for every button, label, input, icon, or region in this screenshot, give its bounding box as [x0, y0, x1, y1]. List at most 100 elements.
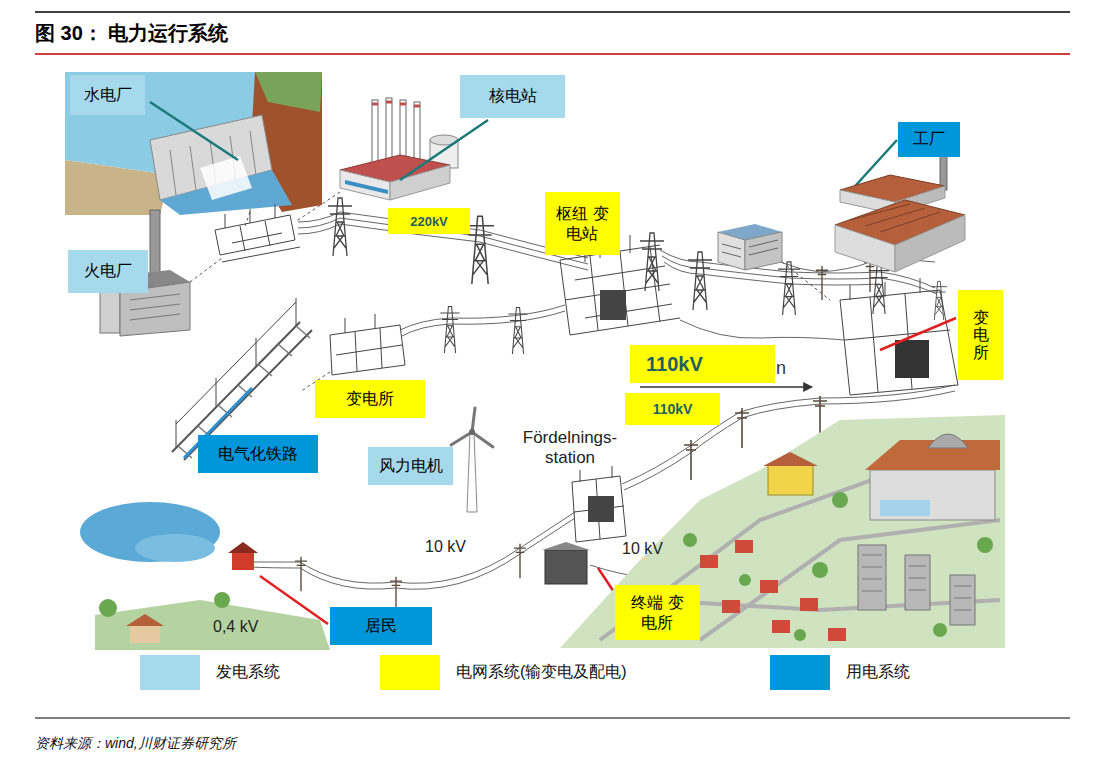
- power-line: [680, 320, 845, 340]
- nuclear-plant: [340, 98, 458, 200]
- substation: [330, 314, 405, 375]
- legend-swatch: [380, 655, 440, 690]
- box-label: 变电所: [973, 309, 989, 362]
- town: [812, 562, 828, 578]
- terminal-substation: [542, 542, 590, 584]
- box-label: 水电厂: [84, 85, 132, 106]
- hill: [214, 592, 230, 608]
- town: [928, 434, 968, 448]
- pylon: [688, 252, 712, 310]
- town: [735, 540, 753, 553]
- hydro-plant: [65, 72, 322, 215]
- page-rule: [35, 53, 1070, 55]
- label-box: 电气化铁路: [198, 435, 318, 473]
- pole: [816, 266, 828, 300]
- diagram-label-text: 10 kV: [425, 538, 466, 555]
- town: [832, 492, 848, 508]
- dotted-link: [190, 258, 222, 282]
- label-box: 工厂: [898, 122, 960, 157]
- source-note: 资料来源：wind,川财证券研究所: [35, 735, 236, 753]
- diagram-label-text: 10 kV: [622, 540, 663, 557]
- town: [977, 537, 993, 553]
- diagram-label-text: Fördelnings- station: [523, 428, 618, 467]
- town: [700, 555, 718, 568]
- leader-line: [400, 120, 488, 180]
- town: [880, 500, 930, 516]
- diagram-label: 0,4 kV: [213, 618, 258, 636]
- transformer: [588, 496, 614, 522]
- office-building: [722, 240, 778, 257]
- town: [794, 629, 806, 641]
- box-label: 电气化铁路: [218, 444, 298, 465]
- lake: [135, 534, 215, 562]
- town: [828, 628, 846, 641]
- diagram-label: 10 kV: [425, 538, 466, 556]
- arrow: [640, 386, 812, 387]
- legend-text: 电网系统(输变电及配电): [456, 662, 627, 683]
- town: [933, 623, 947, 637]
- box-label: 火电厂: [84, 261, 132, 282]
- factory: [895, 215, 965, 272]
- railway: [176, 298, 296, 448]
- page-rule: [35, 12, 1070, 718]
- pole: [684, 440, 698, 480]
- nuclear-plant: [386, 98, 392, 163]
- power-line: [250, 518, 575, 589]
- pole: [295, 557, 307, 591]
- pylon: [931, 281, 947, 320]
- house: [232, 552, 254, 570]
- hill: [130, 625, 160, 643]
- leader-line: [150, 102, 238, 160]
- hill: [99, 599, 117, 617]
- nuclear-plant: [372, 100, 378, 165]
- box-label: 核电站: [489, 86, 537, 107]
- dotted-link: [782, 262, 830, 300]
- box-label: 居民: [365, 616, 397, 637]
- terminal-substation: [545, 550, 587, 584]
- label-box: 风力电机: [368, 447, 453, 485]
- nuclear-plant: [414, 102, 420, 167]
- label-box: 核电站: [460, 75, 565, 118]
- box-label: 110kV: [646, 353, 703, 376]
- thermal-plant: [150, 210, 160, 280]
- town: [760, 580, 778, 593]
- box-label: 变电所: [346, 389, 394, 410]
- hill: [126, 614, 164, 626]
- town: [722, 600, 740, 613]
- legend-swatch: [140, 655, 200, 690]
- town: [950, 575, 975, 625]
- town: [560, 415, 1005, 648]
- label-box: 110kV: [630, 345, 775, 383]
- legend-text: 发电系统: [216, 662, 280, 683]
- town: [800, 598, 818, 611]
- figure-title: 图 30： 电力运行系统: [35, 20, 228, 47]
- lake: [80, 502, 220, 562]
- office-building: [718, 232, 745, 270]
- hydro-plant: [255, 72, 322, 112]
- pylon: [640, 233, 664, 291]
- leader-line-red: [598, 568, 614, 592]
- town: [905, 555, 930, 610]
- nuclear-plant: [345, 180, 388, 194]
- label-box: 水电厂: [70, 75, 145, 115]
- wind-turbine: [467, 432, 477, 512]
- town: [683, 533, 697, 547]
- box-label: 风力电机: [379, 456, 443, 477]
- substation: [572, 466, 626, 542]
- transformer: [600, 290, 626, 320]
- box-label: 110kV: [653, 401, 693, 417]
- pole: [735, 408, 749, 448]
- label-box: 终端 变电所: [615, 585, 700, 640]
- label-box: 110kV: [625, 393, 720, 425]
- lake: [80, 502, 220, 562]
- box-label: 终端 变电所: [631, 593, 684, 633]
- label-box: 变电所: [958, 290, 1003, 380]
- house: [228, 542, 258, 553]
- pylon: [869, 264, 890, 314]
- dotted-link: [295, 192, 340, 222]
- house: [228, 542, 258, 570]
- page-rule: [35, 717, 1070, 718]
- legend-item: 用电系统: [770, 655, 910, 690]
- leader-line-red: [880, 318, 956, 350]
